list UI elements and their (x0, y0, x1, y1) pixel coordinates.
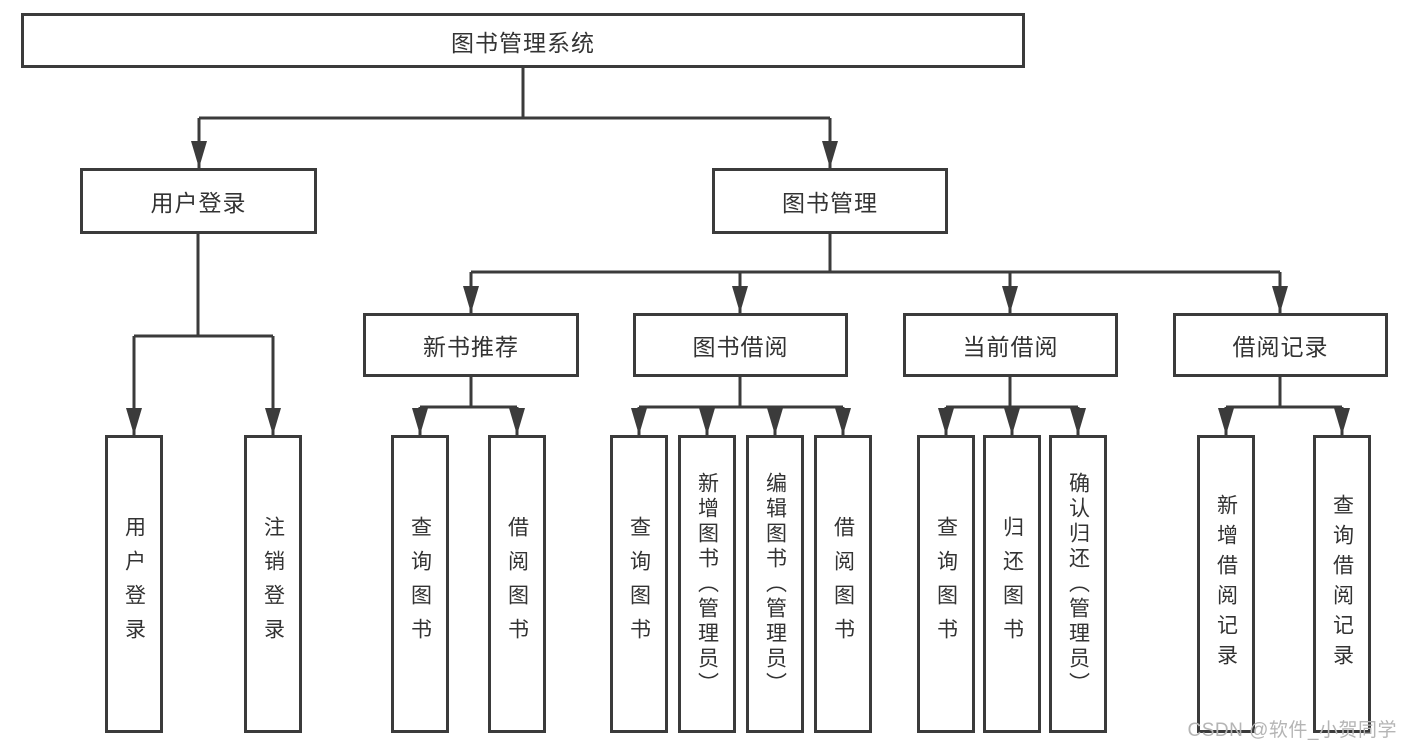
node-label: 新增借阅记录 (1214, 494, 1238, 674)
node-label: 确认归还（管理员） (1066, 471, 1090, 697)
node-user-login: 用户登录 (80, 168, 317, 234)
node-label: 用户登录 (122, 516, 146, 652)
node-label: 借阅图书 (505, 516, 529, 652)
node-label: 借阅图书 (831, 516, 855, 652)
node-query-books-recommend: 查询图书 (391, 435, 449, 733)
node-logout: 注销登录 (244, 435, 302, 733)
node-label: 图书借阅 (692, 334, 789, 360)
node-label: 图书管理系统 (451, 29, 595, 56)
node-borrow-books: 借阅图书 (814, 435, 872, 733)
node-user-login-leaf: 用户登录 (105, 435, 163, 733)
node-borrow-record: 借阅记录 (1173, 313, 1388, 377)
node-label: 借阅记录 (1232, 334, 1329, 360)
node-label: 编辑图书（管理员） (763, 471, 787, 697)
node-label: 新书推荐 (423, 334, 519, 360)
node-edit-book-admin: 编辑图书（管理员） (746, 435, 804, 733)
node-book-management: 图书管理 (712, 168, 948, 234)
node-add-borrow-record: 新增借阅记录 (1197, 435, 1255, 733)
node-label: 查询图书 (934, 516, 958, 652)
node-label: 用户登录 (150, 190, 247, 216)
node-label: 新增图书（管理员） (695, 471, 719, 697)
node-add-book-admin: 新增图书（管理员） (678, 435, 736, 733)
node-book-borrow: 图书借阅 (633, 313, 848, 377)
node-return-books: 归还图书 (983, 435, 1041, 733)
node-new-book-recommend: 新书推荐 (363, 313, 579, 377)
node-label: 查询图书 (627, 516, 651, 652)
node-query-borrow-record: 查询借阅记录 (1313, 435, 1371, 733)
node-current-borrow: 当前借阅 (903, 313, 1118, 377)
node-query-books-borrow: 查询图书 (610, 435, 668, 733)
node-label: 当前借阅 (962, 334, 1059, 360)
node-borrow-books-recommend: 借阅图书 (488, 435, 546, 733)
node-label: 注销登录 (261, 516, 285, 652)
node-library-management-system: 图书管理系统 (21, 13, 1025, 68)
node-label: 图书管理 (782, 190, 878, 216)
csdn-watermark: CSDN @软件_小贺同学 (1187, 720, 1397, 741)
node-label: 归还图书 (1000, 516, 1024, 652)
node-label: 查询借阅记录 (1330, 494, 1354, 674)
node-label: 查询图书 (408, 516, 432, 652)
node-confirm-return-admin: 确认归还（管理员） (1049, 435, 1107, 733)
node-query-books-current: 查询图书 (917, 435, 975, 733)
